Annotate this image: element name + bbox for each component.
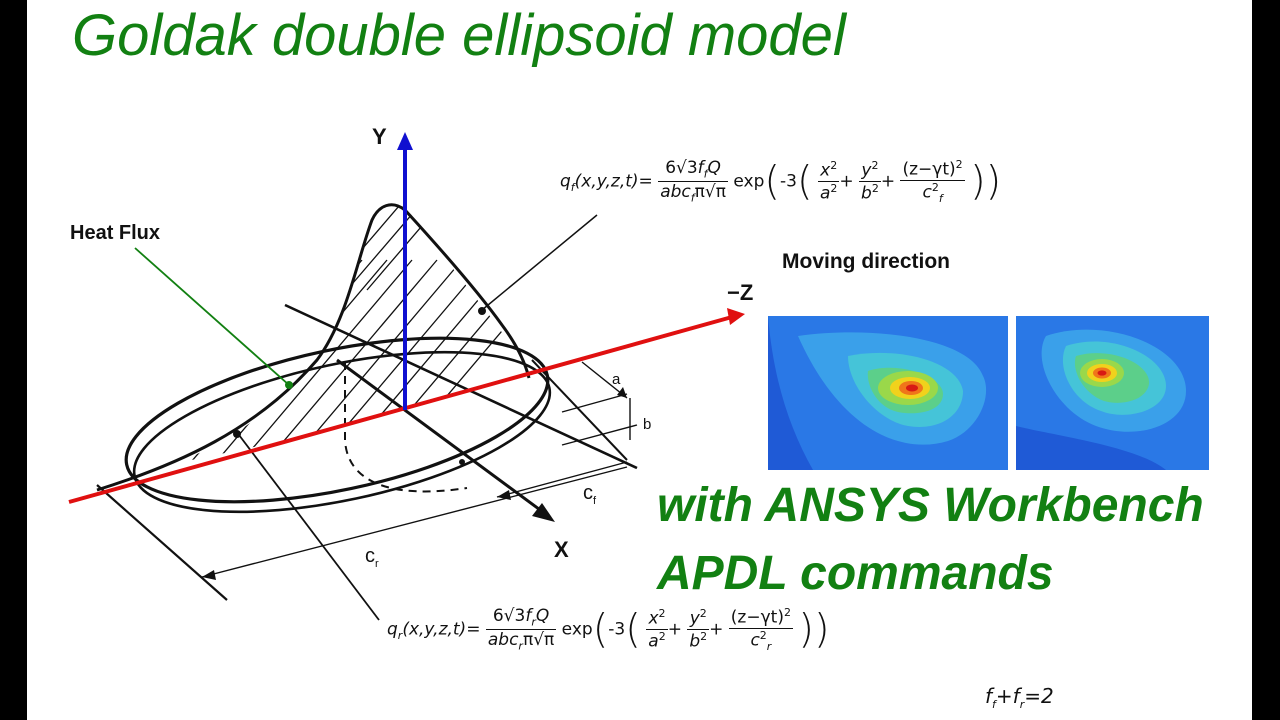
dashed-contour <box>344 362 468 493</box>
slide: Goldak double ellipsoid model <box>27 0 1252 720</box>
z-axis-arrow <box>727 308 745 325</box>
dim-b-label: b <box>643 416 652 433</box>
dim-cf-label: cf <box>583 482 597 507</box>
dim-a-label: a <box>612 371 621 388</box>
heat-flux-hatch <box>177 204 527 464</box>
subtitle-line-2: APDL commands <box>657 547 1054 600</box>
x-axis-label: X <box>554 537 569 562</box>
ansys-temperature-plot-full <box>768 316 1008 470</box>
dimension-lines <box>201 361 638 578</box>
fraction-sum-relation: ff+fr=2 <box>985 684 1054 711</box>
ellipsoid-outline-bottom <box>132 350 552 514</box>
subtitle-line-1: with ANSYS Workbench <box>657 479 1204 532</box>
z-axis-label: −Z <box>727 280 754 305</box>
moving-direction-label: Moving direction <box>782 250 950 273</box>
x-axis-arrow <box>532 503 555 522</box>
y-axis-label: Y <box>372 124 387 149</box>
slide-title: Goldak double ellipsoid model <box>72 3 846 68</box>
z-axis-line <box>68 315 733 504</box>
y-axis-arrow <box>397 132 413 150</box>
dim-cr-label: cr <box>365 545 379 570</box>
heat-flux-label: Heat Flux <box>70 222 161 244</box>
x-axis-line <box>336 358 548 517</box>
transverse-line <box>284 303 638 470</box>
cr-leader <box>238 434 380 621</box>
ansys-temperature-plot-half <box>1016 316 1209 470</box>
heat-flux-leader <box>134 247 290 386</box>
double-ellipsoid-diagram <box>68 132 745 621</box>
qf-leader <box>481 214 598 311</box>
heat-flux-curve <box>96 203 531 492</box>
